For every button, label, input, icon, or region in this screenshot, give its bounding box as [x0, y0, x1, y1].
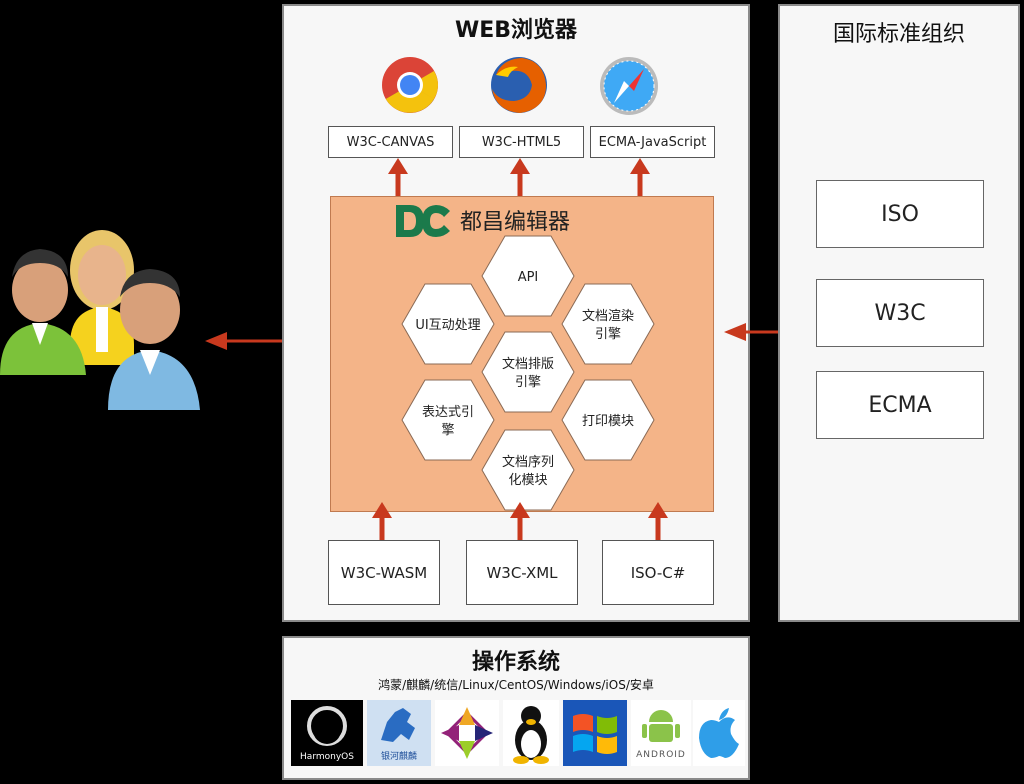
org-w3c: W3C [816, 279, 984, 347]
standard-box-javascript: ECMA-JavaScript [590, 126, 715, 158]
android-label: ANDROID [636, 750, 686, 760]
standard-box-xml: W3C-XML [466, 540, 578, 605]
module-hexagon-shape [481, 429, 575, 511]
module-hexagon-0: API [481, 235, 575, 317]
kylin-logo: 银河麒麟 [367, 700, 431, 766]
os-panel-subtitle: 鸿蒙/麒麟/统信/Linux/CentOS/Windows/iOS/安卓 [378, 678, 654, 692]
standard-box-wasm: W3C-WASM [328, 540, 440, 605]
safari-icon [600, 57, 658, 115]
module-hexagon-shape [481, 235, 575, 317]
module-label: 表达式引 [422, 405, 474, 420]
windows-logo [563, 700, 627, 766]
arrows-up-bottom [372, 502, 668, 542]
standard-box-html5: W3C-HTML5 [459, 126, 584, 158]
browser-panel-title: WEB浏览器 [454, 18, 578, 43]
module-hexagon-1: UI互动处理 [401, 283, 495, 365]
module-label: 引擎 [515, 375, 541, 390]
module-hexagon-shape [401, 379, 495, 461]
standard-box-iso-csharp: ISO-C# [602, 540, 714, 605]
module-label: 化模块 [508, 473, 547, 488]
harmonyos-logo: HarmonyOS [291, 700, 363, 766]
module-hexagon-shape [561, 379, 655, 461]
standards-panel-title: 国际标准组织 [832, 22, 965, 47]
module-hexagon-5: 打印模块 [561, 379, 655, 461]
android-logo: ANDROID [631, 700, 691, 766]
module-label: 文档渲染 [582, 309, 634, 324]
module-label: 引擎 [595, 327, 621, 342]
module-label: 擎 [441, 423, 454, 438]
apple-logo [693, 700, 745, 766]
users-group-icon [0, 230, 200, 410]
module-hexagon-shape [401, 283, 495, 365]
dc-logo-icon [396, 205, 450, 237]
harmonyos-label: HarmonyOS [300, 752, 354, 762]
module-hexagon-shape [561, 283, 655, 365]
standard-box-canvas: W3C-CANVAS [328, 126, 453, 158]
module-label: UI互动处理 [415, 318, 480, 333]
arrows-up-top [388, 158, 650, 198]
module-label: 打印模块 [582, 414, 634, 429]
editor-title: 都昌编辑器 [460, 210, 571, 235]
chrome-icon [382, 57, 438, 113]
linux-tux-logo [503, 700, 559, 766]
org-ecma: ECMA [816, 371, 984, 439]
org-iso: ISO [816, 180, 984, 248]
module-label: API [518, 270, 539, 285]
centos-logo [435, 700, 499, 766]
module-label: 文档排版 [502, 357, 554, 372]
kylin-label: 银河麒麟 [380, 752, 417, 762]
module-hexagon-shape [481, 331, 575, 413]
module-label: 文档序列 [502, 455, 554, 470]
os-panel-title: 操作系统 [471, 650, 560, 675]
firefox-icon [491, 57, 547, 113]
